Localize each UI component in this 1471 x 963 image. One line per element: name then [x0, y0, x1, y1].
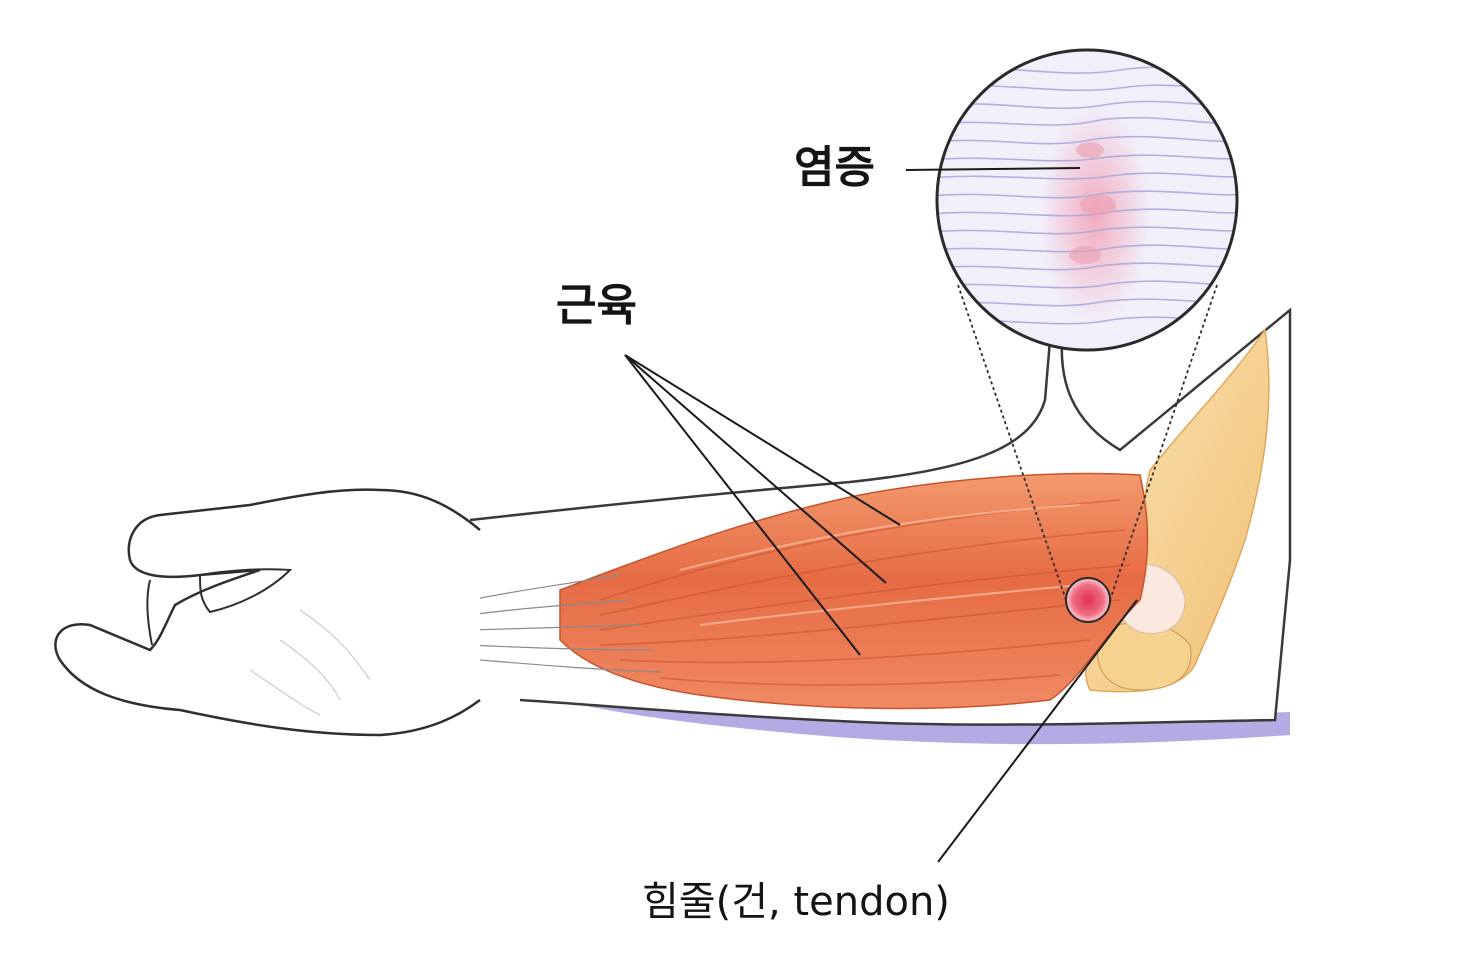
magnified-tendon-view: [935, 48, 1239, 352]
forearm-muscle: [559, 472, 1149, 710]
hand-shading: [249, 609, 371, 716]
inflammation-spot: [1065, 577, 1111, 623]
leader-tendon: [937, 599, 1138, 863]
wrist-tendons: [469, 574, 661, 673]
hand-outline: [54, 488, 481, 737]
leader-muscle: [624, 354, 901, 656]
label-inflammation: 염증: [794, 142, 875, 193]
muscle-highlights: [679, 504, 1081, 626]
zoom-cone-left: [957, 284, 1067, 601]
forearm-shadow: [560, 690, 1290, 745]
leader-inflammation: [905, 167, 1081, 171]
zoom-cone-right: [1109, 284, 1218, 601]
thumb-outline: [146, 568, 293, 646]
label-muscle: 근육: [556, 280, 637, 331]
label-tendon: 힘줄(건, tendon): [642, 879, 950, 925]
